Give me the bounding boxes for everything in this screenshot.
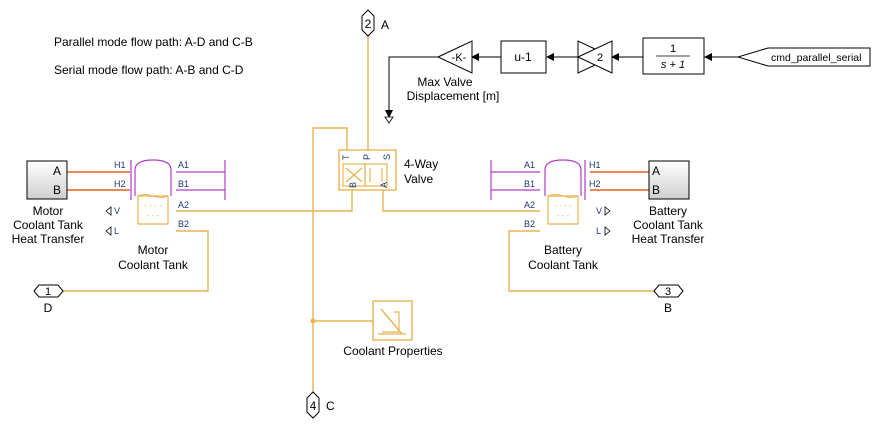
cmd-input-label: cmd_parallel_serial [771, 52, 861, 64]
battery-tank-port-a1: A1 [524, 160, 535, 170]
port-3-number: 3 [665, 286, 671, 298]
battery-ht-label-1: Battery [649, 204, 687, 218]
valve-port-t: T [341, 154, 351, 160]
cmd-parallel-serial-input[interactable]: cmd_parallel_serial [736, 47, 871, 67]
motor-ht-label-3: Heat Transfer [12, 232, 85, 246]
signal-lines [385, 53, 738, 118]
port-4-number: 4 [310, 399, 317, 413]
u-minus-1-block[interactable]: u-1 [500, 40, 547, 74]
battery-tank-label-2: Coolant Tank [528, 258, 599, 272]
port-2-a[interactable]: 2 A [361, 9, 389, 37]
hydraulic-lines [63, 36, 654, 398]
motor-tank-port-a1: A1 [178, 160, 189, 170]
battery-tank-port-v: V [596, 206, 602, 216]
svg-text:- - -: - - - [147, 211, 160, 220]
valve-label-2: Valve [404, 172, 433, 186]
annotation-serial: Serial mode flow path: A-B and C-D [54, 63, 244, 77]
motor-ht-port-a: A [53, 164, 61, 178]
battery-ht-label-2: Coolant Tank [633, 218, 704, 232]
annotation-parallel: Parallel mode flow path: A-D and C-B [54, 35, 253, 49]
motor-ht-port-b: B [53, 183, 61, 197]
battery-tank-port-b1: B1 [524, 179, 535, 189]
port-4-name: C [326, 399, 335, 413]
battery-tank-port-a2: A2 [524, 200, 535, 210]
svg-text:- - -: - - - [557, 211, 570, 220]
battery-tank-port-b2: B2 [524, 219, 535, 229]
port-3-b[interactable]: 3 B [653, 284, 684, 315]
port-3-name: B [664, 301, 672, 315]
motor-heat-transfer-block[interactable]: A B [26, 160, 68, 200]
gain-2-block[interactable]: 2 [576, 40, 614, 74]
coolant-properties-block[interactable] [372, 300, 413, 341]
motor-tank-port-b2: B2 [178, 219, 189, 229]
port-1-d[interactable]: 1 D [33, 284, 64, 315]
gain-2-label: 2 [597, 52, 603, 64]
battery-heat-transfer-block[interactable]: A B [648, 160, 690, 200]
tf-denominator: s + 1 [661, 59, 685, 71]
motor-tank-port-v: V [114, 206, 120, 216]
battery-tank-port-l: L [596, 226, 601, 236]
svg-text:- - - -: - - - - [554, 201, 572, 210]
transfer-function-block[interactable]: 1 s + 1 [642, 37, 705, 75]
port-4-c[interactable]: 4 C [306, 391, 335, 419]
port-1-number: 1 [45, 286, 51, 298]
gain-k-label: -K- [452, 52, 467, 64]
battery-tank-label-1: Battery [544, 243, 582, 257]
valve-port-s: S [382, 154, 392, 160]
battery-tank-port-h2: H2 [589, 179, 601, 189]
gain-k-block[interactable]: -K- [436, 40, 473, 74]
max-valve-label-2: Displacement [m] [407, 89, 500, 103]
tf-numerator: 1 [670, 43, 676, 55]
motor-ht-label-2: Coolant Tank [13, 218, 84, 232]
battery-ht-label-3: Heat Transfer [632, 232, 705, 246]
max-valve-label-1: Max Valve [417, 75, 472, 89]
valve-label-1: 4-Way [404, 157, 438, 171]
four-way-valve[interactable]: T P S B A [338, 116, 397, 191]
port-1-name: D [44, 301, 53, 315]
valve-port-p: P [362, 154, 372, 160]
battery-ht-port-b: B [652, 183, 660, 197]
u-minus-1-label: u-1 [514, 50, 532, 64]
motor-tank-port-h1: H1 [114, 160, 126, 170]
valve-port-b: B [348, 182, 358, 188]
motor-tank-port-a2: A2 [178, 200, 189, 210]
battery-tank-port-h1: H1 [589, 160, 601, 170]
valve-port-a: A [379, 182, 389, 188]
port-2-number: 2 [365, 17, 372, 31]
svg-text:- - - -: - - - - [144, 201, 162, 210]
battery-coolant-tank[interactable]: - - - - - - - H1 H2 V L A1 B1 A2 B2 [490, 159, 611, 236]
battery-ht-port-a: A [652, 164, 660, 178]
valve-signal-port-icon [384, 116, 394, 124]
coolant-properties-label: Coolant Properties [343, 344, 442, 358]
motor-coolant-tank[interactable]: - - - - - - - H1 H2 V L A1 B1 A2 B2 [105, 159, 226, 236]
motor-ht-label-1: Motor [33, 204, 64, 218]
motor-tank-port-l: L [114, 226, 119, 236]
motor-tank-label-2: Coolant Tank [118, 258, 189, 272]
motor-tank-port-b1: B1 [178, 179, 189, 189]
thermal-lines [67, 171, 649, 191]
motor-tank-port-h2: H2 [114, 179, 126, 189]
port-2-name: A [381, 18, 389, 32]
motor-tank-label-1: Motor [138, 243, 169, 257]
